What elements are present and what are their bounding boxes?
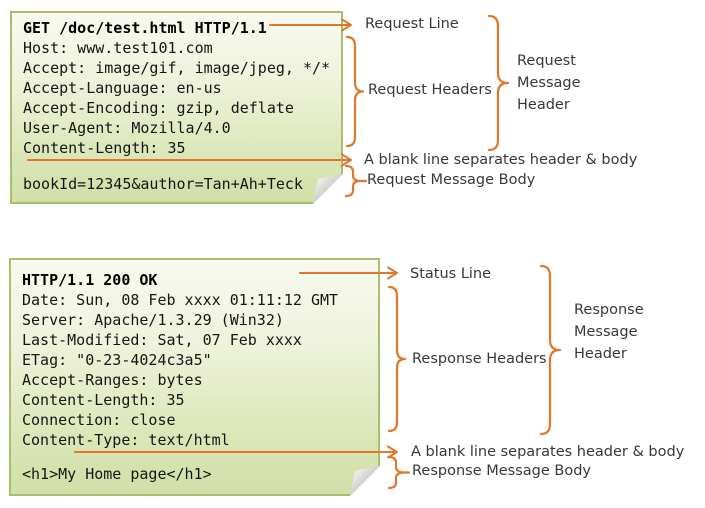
response-header-date: Date: Sun, 08 Feb xxxx 01:11:12 GMT xyxy=(22,291,339,309)
response-message-body-brace-icon xyxy=(387,455,411,490)
request-header-accept-encoding: Accept-Encoding: gzip, deflate xyxy=(23,99,294,117)
request-line-text: GET /doc/test.html HTTP/1.1 xyxy=(23,19,267,37)
response-message-header-brace-icon xyxy=(539,264,562,436)
response-header-accept-ranges: Accept-Ranges: bytes xyxy=(22,371,203,389)
response-blank-line-label: A blank line separates header & body xyxy=(411,444,685,460)
response-message-header-label: Response Message Header xyxy=(574,302,644,362)
request-line-label: Request Line xyxy=(365,16,459,32)
request-headers-brace-icon xyxy=(345,35,365,148)
request-headers-label: Request Headers xyxy=(368,82,492,98)
response-headers-label: Response Headers xyxy=(412,351,547,367)
request-blank-line-label: A blank line separates header & body xyxy=(364,152,638,168)
request-message-header-label: Request Message Header xyxy=(517,53,581,113)
request-header-content-length: Content-Length: 35 xyxy=(23,139,186,157)
response-header-server: Server: Apache/1.3.29 (Win32) xyxy=(22,311,284,329)
request-message-body-brace-icon xyxy=(344,164,368,198)
request-header-accept-language: Accept-Language: en-us xyxy=(23,79,222,97)
request-header-host: Host: www.test101.com xyxy=(23,39,213,57)
request-header-accept: Accept: image/gif, image/jpeg, */* xyxy=(23,59,331,77)
request-note: GET /doc/test.html HTTP/1.1 Host: www.te… xyxy=(10,11,343,204)
response-body-text: <h1>My Home page</h1> xyxy=(22,465,212,483)
status-line-text: HTTP/1.1 200 OK xyxy=(22,271,158,289)
response-message-body-label: Response Message Body xyxy=(412,463,592,479)
request-body-text: bookId=12345&author=Tan+Ah+Teck xyxy=(23,175,303,193)
request-header-user-agent: User-Agent: Mozilla/4.0 xyxy=(23,119,231,137)
response-headers-brace-icon xyxy=(387,285,407,433)
response-header-content-type: Content-Type: text/html xyxy=(22,431,230,449)
response-header-etag: ETag: "0-23-4024c3a5" xyxy=(22,351,212,369)
request-message-body-label: Request Message Body xyxy=(367,172,536,188)
response-header-content-length: Content-Length: 35 xyxy=(22,391,185,409)
status-line-label: Status Line xyxy=(410,266,492,282)
response-header-connection: Connection: close xyxy=(22,411,176,429)
response-note: HTTP/1.1 200 OK Date: Sun, 08 Feb xxxx 0… xyxy=(9,258,380,496)
response-header-last-modified: Last-Modified: Sat, 07 Feb xxxx xyxy=(22,331,302,349)
